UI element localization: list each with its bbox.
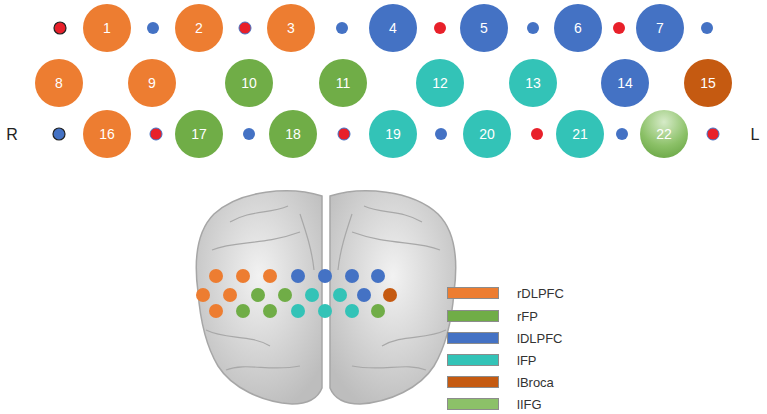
legend-swatch — [447, 332, 499, 344]
channel-circle: 17 — [175, 110, 223, 158]
channel-circle: 22 — [640, 110, 688, 158]
channel-number: 10 — [241, 75, 257, 91]
channel-circle: 10 — [225, 59, 273, 107]
side-label: R — [6, 126, 18, 144]
channel-circle: 12 — [416, 59, 464, 107]
channel-circle: 5 — [460, 4, 508, 52]
channel-circle: 15 — [684, 59, 732, 107]
channel-number: 4 — [389, 20, 397, 36]
legend-label: rDLPFC — [517, 286, 564, 301]
channel-number: 2 — [195, 20, 203, 36]
channel-circle: 7 — [636, 4, 684, 52]
legend-entry: lBroca — [447, 375, 554, 390]
legend-swatch — [447, 310, 499, 322]
legend-label: lIFG — [517, 397, 542, 412]
channel-number: 8 — [55, 75, 63, 91]
channel-number: 17 — [191, 126, 207, 142]
legend-swatch — [447, 376, 499, 388]
brain-illustration — [196, 191, 455, 404]
channel-circle: 20 — [463, 110, 511, 158]
legend-swatch — [447, 354, 499, 366]
channel-circle: 11 — [319, 59, 367, 107]
legend-swatch — [447, 287, 499, 299]
legend-swatch — [447, 398, 499, 410]
channel-number: 21 — [572, 126, 588, 142]
channel-number: 1 — [103, 20, 111, 36]
channel-circle: 21 — [556, 110, 604, 158]
channel-circle: 13 — [509, 59, 557, 107]
legend-entry: lDLPFC — [447, 331, 563, 346]
channel-number: 22 — [656, 126, 672, 142]
channel-number: 9 — [148, 75, 156, 91]
channel-number: 15 — [700, 75, 716, 91]
channel-circle: 9 — [128, 59, 176, 107]
channel-circle: 6 — [554, 4, 602, 52]
channel-number: 3 — [287, 20, 295, 36]
channel-circle: 14 — [601, 59, 649, 107]
legend-label: rFP — [517, 309, 538, 324]
legend-entry: lIFG — [447, 397, 542, 412]
channel-circle: 18 — [269, 110, 317, 158]
channel-number: 20 — [479, 126, 495, 142]
channel-number: 13 — [525, 75, 541, 91]
legend-entry: lFP — [447, 353, 537, 368]
channel-circle: 1 — [83, 4, 131, 52]
channel-circle: 16 — [83, 110, 131, 158]
channel-circle: 2 — [175, 4, 223, 52]
legend-label: lBroca — [517, 375, 554, 390]
channel-number: 16 — [99, 126, 115, 142]
legend-entry: rFP — [447, 309, 538, 324]
channel-number: 18 — [285, 126, 301, 142]
channel-number: 19 — [385, 126, 401, 142]
channel-dots — [196, 269, 397, 318]
channel-number: 12 — [432, 75, 448, 91]
channel-number: 7 — [656, 20, 664, 36]
channel-number: 11 — [336, 75, 351, 91]
channel-number: 14 — [617, 75, 633, 91]
legend-label: lDLPFC — [517, 331, 563, 346]
channel-number: 5 — [480, 20, 488, 36]
legend-label: lFP — [517, 353, 537, 368]
channel-circle: 8 — [35, 59, 83, 107]
channel-circle: 4 — [369, 4, 417, 52]
channel-number: 6 — [574, 20, 582, 36]
channel-circle: 3 — [267, 4, 315, 52]
legend-entry: rDLPFC — [447, 286, 564, 301]
side-label: L — [751, 126, 760, 144]
channel-circle: 19 — [369, 110, 417, 158]
